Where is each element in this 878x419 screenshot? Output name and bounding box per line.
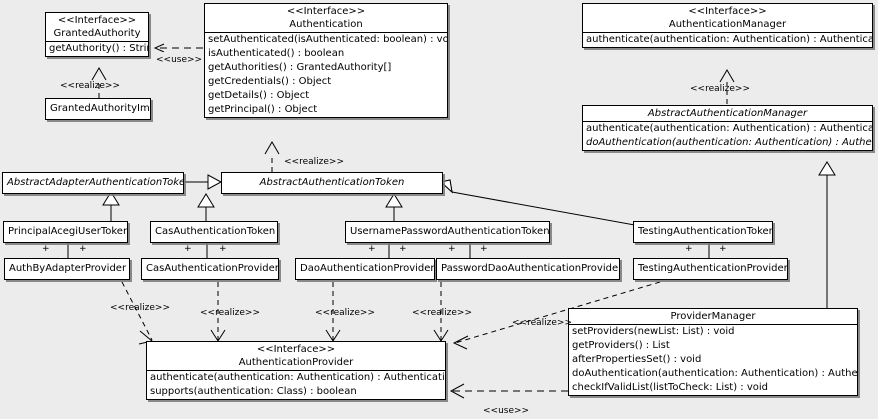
stereotype-label: <<Interface>> <box>256 344 336 355</box>
member-row: getAuthority() : String <box>49 43 149 54</box>
class-provider-manager[interactable]: ProviderManager setProviders(newList: Li… <box>568 308 858 396</box>
stereotype-label: <<Interface>> <box>57 15 137 26</box>
members-compartment: authenticate(authentication: Authenticat… <box>583 33 872 47</box>
class-abstract-authentication-token[interactable]: AbstractAuthenticationToken <box>221 172 443 194</box>
section-divider <box>583 32 872 33</box>
class-authentication-manager[interactable]: <<Interface>> AuthenticationManager auth… <box>582 3 873 48</box>
members-compartment: setAuthenticated(isAuthenticated: boolea… <box>205 33 447 117</box>
class-name: GrantedAuthorityImpl <box>50 103 151 114</box>
edge-label-realize-cas-authentication-provider: <<realize>> <box>200 308 260 318</box>
edge-label-realize-abstract-authentication-manager: <<realize>> <box>690 84 750 94</box>
class-abstract-authentication-manager[interactable]: AbstractAuthenticationManager authentica… <box>582 105 873 151</box>
section-divider <box>583 121 872 122</box>
class-abstract-adapter-authentication-token[interactable]: AbstractAdapterAuthenticationToken <box>2 172 184 194</box>
association-plus: + <box>685 244 693 254</box>
class-cas-authentication-token[interactable]: CasAuthenticationToken <box>150 221 278 243</box>
class-name: UsernamePasswordAuthenticationToken <box>350 226 550 237</box>
edge-label-realize-dao-authentication-provider: <<realize>> <box>315 308 375 318</box>
edge-label-realize-password-dao-authentication-provider: <<realize>> <box>412 308 472 318</box>
class-granted-authority-impl[interactable]: GrantedAuthorityImpl <box>45 98 151 120</box>
association-plus: + <box>219 244 227 254</box>
section-divider <box>569 324 857 325</box>
member-row: doAuthentication(authentication: Authent… <box>572 368 858 379</box>
members-compartment: authenticate(authentication: Authenticat… <box>147 371 445 399</box>
edge-label-realize-abstract-authentication-token: <<realize>> <box>284 157 344 167</box>
association-plus: + <box>448 244 456 254</box>
class-name: AbstractAuthenticationToken <box>259 177 405 188</box>
section-divider <box>205 32 447 33</box>
class-cas-authentication-provider[interactable]: CasAuthenticationProvider <box>141 258 279 280</box>
class-name: AuthByAdapterProvider <box>9 263 127 274</box>
class-username-password-authentication-token[interactable]: UsernamePasswordAuthenticationToken <box>345 221 550 243</box>
class-name: AbstractAdapterAuthenticationToken <box>7 177 184 188</box>
class-name: Authentication <box>289 19 363 30</box>
class-name: CasAuthenticationToken <box>155 226 276 237</box>
members-compartment: setProviders(newList: List) : void getPr… <box>569 325 857 395</box>
class-testing-authentication-provider[interactable]: TestingAuthenticationProvider <box>633 258 788 280</box>
class-name: PrincipalAcegiUserToken <box>8 226 128 237</box>
class-name: TestingAuthenticationProvider <box>638 263 788 274</box>
member-row: getPrincipal() : Object <box>208 104 318 115</box>
member-row: afterPropertiesSet() : void <box>572 354 702 365</box>
class-dao-authentication-provider[interactable]: DaoAuthenticationProvider <box>295 258 435 280</box>
member-row: getCredentials() : Object <box>208 76 332 87</box>
member-row: getAuthorities() : GrantedAuthority[] <box>208 62 392 73</box>
class-testing-authentication-token[interactable]: TestingAuthenticationToken <box>633 221 773 243</box>
edge-label-realize-testing-authentication-provider: <<realize>> <box>512 318 572 328</box>
association-plus: + <box>368 244 376 254</box>
edge-label-realize-auth-by-adapter-provider: <<realize>> <box>110 303 170 313</box>
association-plus: + <box>480 244 488 254</box>
class-name: TestingAuthenticationToken <box>638 226 773 237</box>
class-header: <<Interface>> Authentication <box>205 4 447 32</box>
class-name: PasswordDaoAuthenticationProvider <box>441 263 620 274</box>
edge-label-realize-granted-authority-impl: <<realize>> <box>60 81 120 91</box>
member-row: supports(authentication: Class) : boolea… <box>150 386 357 397</box>
member-row: getProviders() : List <box>572 340 670 351</box>
member-row: setProviders(newList: List) : void <box>572 326 735 337</box>
class-name: DaoAuthenticationProvider <box>300 263 435 274</box>
association-plus: + <box>719 244 727 254</box>
member-row: checkIfValidList(listToCheck: List) : vo… <box>572 382 769 393</box>
class-granted-authority[interactable]: <<Interface>> GrantedAuthority getAuthor… <box>45 12 149 57</box>
member-row: doAuthentication(authentication: Authent… <box>586 137 872 148</box>
class-name: GrantedAuthority <box>53 28 141 39</box>
class-name: ProviderManager <box>670 311 756 322</box>
class-name: AuthenticationManager <box>668 19 787 30</box>
class-header: <<Interface>> GrantedAuthority <box>46 13 148 41</box>
class-name: CasAuthenticationProvider <box>146 263 279 274</box>
stereotype-label: <<Interface>> <box>286 6 366 17</box>
section-divider <box>46 41 148 42</box>
member-row: authenticate(authentication: Authenticat… <box>586 123 873 134</box>
class-header: <<Interface>> AuthenticationProvider <box>147 342 445 370</box>
class-password-dao-authentication-provider[interactable]: PasswordDaoAuthenticationProvider <box>436 258 620 280</box>
class-name: AuthenticationProvider <box>238 357 354 368</box>
association-plus: + <box>42 244 50 254</box>
stereotype-label: <<Interface>> <box>688 6 767 17</box>
member-row: isAuthenticated() : boolean <box>208 48 345 59</box>
member-row: getDetails() : Object <box>208 90 310 101</box>
class-header: AbstractAuthenticationManager <box>583 106 872 121</box>
class-header: ProviderManager <box>569 309 857 324</box>
member-row: authenticate(authentication: Authenticat… <box>150 372 446 383</box>
class-auth-by-adapter-provider[interactable]: AuthByAdapterProvider <box>4 258 130 280</box>
member-row: setAuthenticated(isAuthenticated: boolea… <box>208 34 448 45</box>
association-plus: + <box>184 244 192 254</box>
members-compartment: getAuthority() : String <box>46 42 148 56</box>
class-principal-acegi-user-token[interactable]: PrincipalAcegiUserToken <box>3 221 128 243</box>
class-authentication[interactable]: <<Interface>> Authentication setAuthenti… <box>204 3 448 118</box>
association-plus: + <box>79 244 87 254</box>
class-header: <<Interface>> AuthenticationManager <box>583 4 872 32</box>
member-row: authenticate(authentication: Authenticat… <box>586 34 873 45</box>
members-compartment: authenticate(authentication: Authenticat… <box>583 122 872 150</box>
section-divider <box>147 370 445 371</box>
edge-label-use-provider-manager: <<use>> <box>483 406 530 416</box>
class-name: AbstractAuthenticationManager <box>647 108 808 119</box>
edge-label-use-granted-authority: <<use>> <box>156 55 203 65</box>
association-plus: + <box>399 244 407 254</box>
class-authentication-provider[interactable]: <<Interface>> AuthenticationProvider aut… <box>146 341 446 400</box>
